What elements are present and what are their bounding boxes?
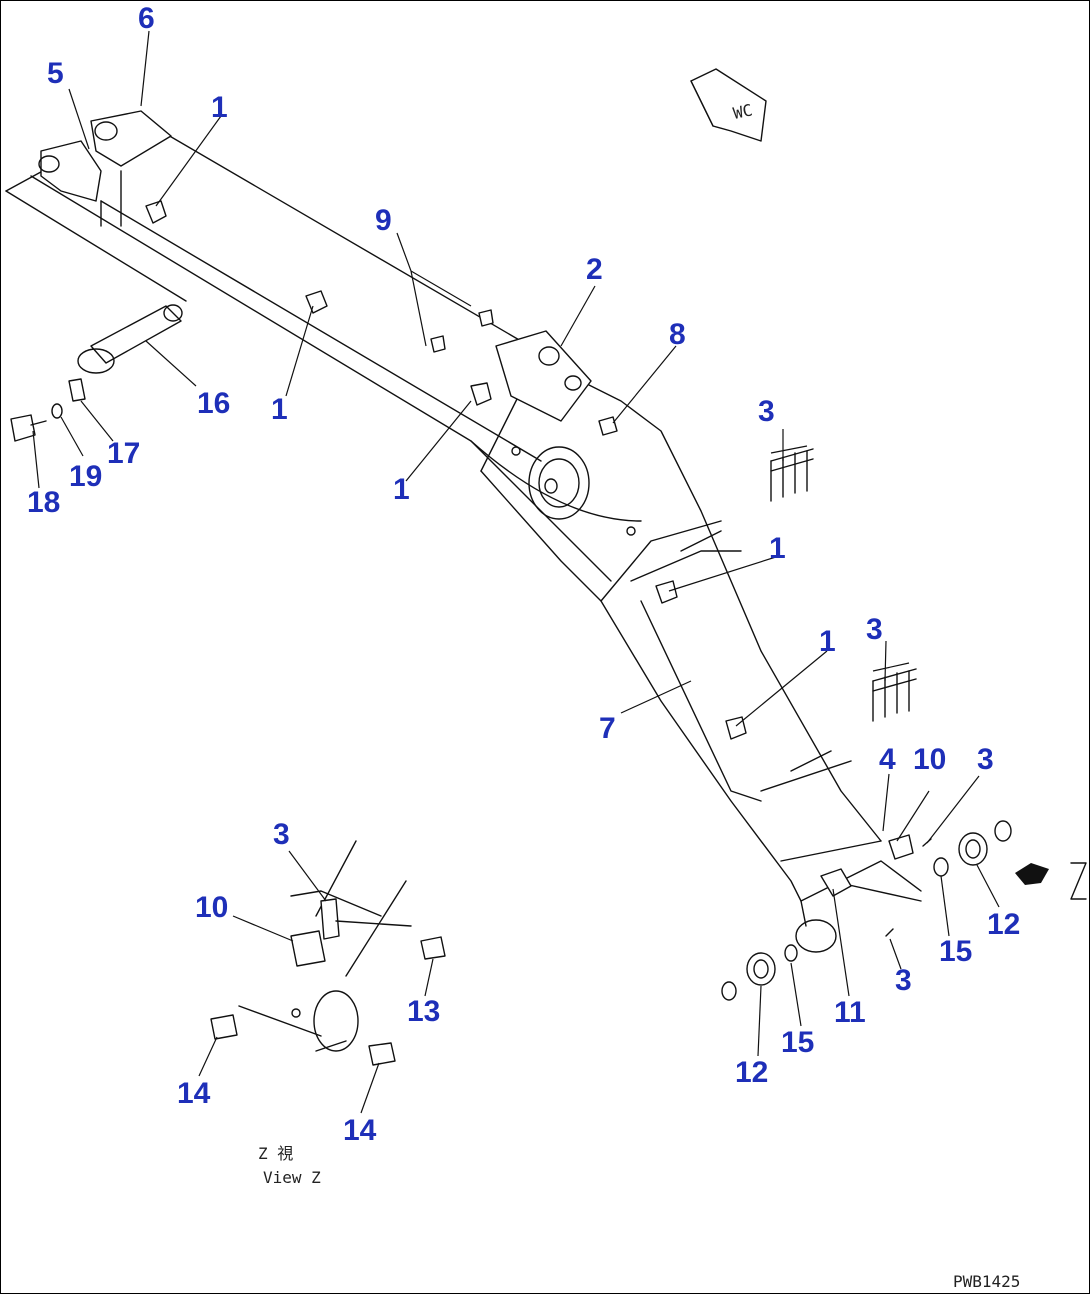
callout-4: 4 xyxy=(879,743,896,776)
callout-5: 5 xyxy=(47,57,64,90)
leader-lines xyxy=(32,30,1000,1114)
callout-numbers: 6 5 1 9 2 8 16 1 3 17 19 1 18 1 3 1 7 4 … xyxy=(27,2,1020,1147)
callout-1-top: 1 xyxy=(211,91,228,124)
callout-15-lower: 15 xyxy=(781,1026,814,1059)
view-z-jp-label: Z 視 xyxy=(258,1144,293,1163)
callout-7: 7 xyxy=(599,712,616,745)
callout-1-lower: 1 xyxy=(393,473,410,506)
callout-10-viewz: 10 xyxy=(195,891,228,924)
callout-3-mid: 3 xyxy=(866,613,883,646)
callout-3-lower: 3 xyxy=(895,964,912,997)
clip-fittings xyxy=(145,200,914,897)
wc-mark-label: WC xyxy=(731,100,754,123)
callout-8: 8 xyxy=(669,318,686,351)
callout-15-right: 15 xyxy=(939,935,972,968)
callout-14-left: 14 xyxy=(177,1077,211,1110)
callout-12-lower: 12 xyxy=(735,1056,768,1089)
view-arrow-wc xyxy=(690,68,767,142)
callout-12-right: 12 xyxy=(987,908,1020,941)
callout-3-viewz: 3 xyxy=(273,818,290,851)
drawing-code: PWB1425 xyxy=(953,1272,1020,1291)
boom-body xyxy=(5,110,922,953)
callout-19: 19 xyxy=(69,460,102,493)
view-arrow-z xyxy=(1015,862,1087,900)
hose-bundles xyxy=(770,448,917,722)
callout-1-mid: 1 xyxy=(271,393,288,426)
callout-1-right-a: 1 xyxy=(769,532,786,565)
plain-labels: WC Z 視 View Z PWB1425 xyxy=(258,100,1020,1291)
view-z-detail xyxy=(210,840,446,1066)
callout-11: 11 xyxy=(834,996,866,1029)
pin-assembly xyxy=(10,304,183,442)
callout-10-right: 10 xyxy=(913,743,946,776)
callout-13: 13 xyxy=(407,995,440,1028)
callout-3-right: 3 xyxy=(977,743,994,776)
callout-2: 2 xyxy=(586,253,603,286)
callout-18: 18 xyxy=(27,486,60,519)
view-z-en-label: View Z xyxy=(263,1168,321,1187)
callout-3-upper: 3 xyxy=(758,395,775,428)
callout-17: 17 xyxy=(107,437,140,470)
callout-9: 9 xyxy=(375,204,392,237)
callout-14-right: 14 xyxy=(343,1114,377,1147)
callout-16: 16 xyxy=(197,387,230,420)
callout-6: 6 xyxy=(138,2,155,35)
callout-1-right-b: 1 xyxy=(819,625,836,658)
